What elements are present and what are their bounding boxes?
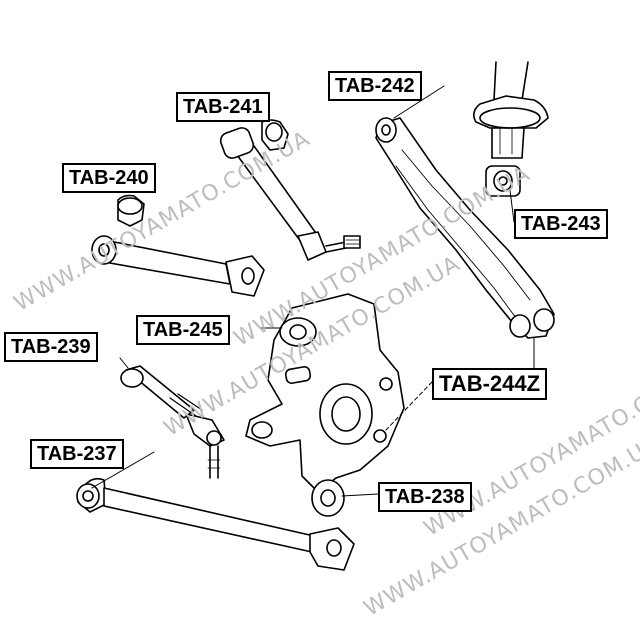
leader-tab-239 xyxy=(119,357,129,369)
leader-tab-237 xyxy=(91,451,155,489)
knuckle xyxy=(245,293,405,517)
toe-control-arm xyxy=(120,365,225,479)
lower-link xyxy=(91,194,265,297)
label-tab-239: TAB-239 xyxy=(4,332,98,362)
label-tab-240: TAB-240 xyxy=(62,163,156,193)
trailing-arm xyxy=(375,117,555,339)
leader-tab-242 xyxy=(393,85,445,119)
shock-lower-bushing xyxy=(485,165,521,197)
label-tab-245: TAB-245 xyxy=(136,315,230,345)
leader-tab-244z-dashed xyxy=(385,381,433,431)
leader-lines xyxy=(91,85,535,497)
label-tab-244z: TAB-244Z xyxy=(432,368,548,400)
leader-tab-243 xyxy=(509,189,515,223)
shock-absorber xyxy=(472,61,549,159)
label-tab-237: TAB-237 xyxy=(30,439,124,469)
leader-tab-238 xyxy=(341,493,379,497)
label-tab-243: TAB-243 xyxy=(514,209,608,239)
label-tab-242: TAB-242 xyxy=(328,71,422,101)
label-tab-238: TAB-238 xyxy=(378,482,472,512)
label-tab-241: TAB-241 xyxy=(176,92,270,122)
upper-link xyxy=(219,119,361,261)
lateral-link xyxy=(76,477,355,571)
